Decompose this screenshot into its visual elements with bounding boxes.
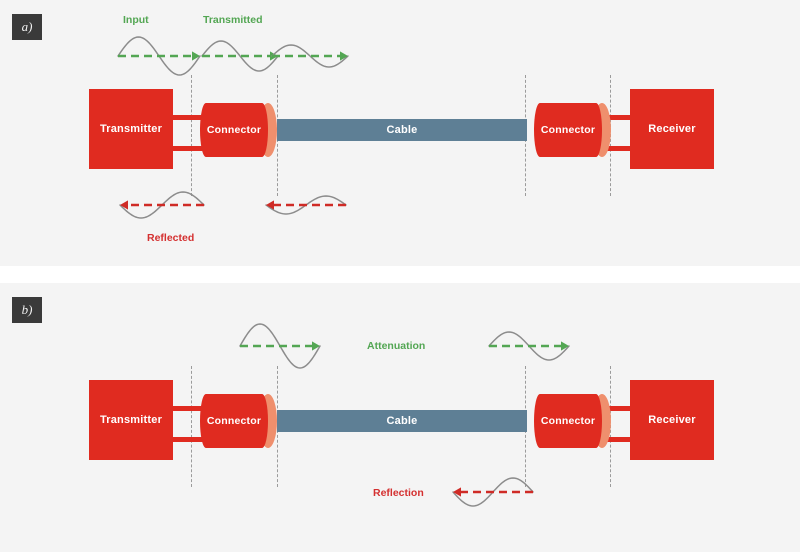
transmitted-wave-2-arrow-head [340,51,348,61]
input-wave-arrow-head [192,51,200,61]
connector-b-left-body [200,394,268,448]
attenuation-wave-out-arrow-head [561,341,569,351]
wave-label-b-0: Attenuation [367,340,425,352]
connector-a-left: Connector [200,103,277,157]
transmitted-wave-1 [201,40,279,72]
cable-b: Cable [277,410,527,432]
attenuation-wave-out [488,331,570,361]
reflection-wave [452,477,534,507]
wave-label-a-1: Transmitted [203,14,263,26]
cable-a: Cable [277,119,527,141]
lead-b-rx-bottom [596,437,634,442]
panel-a-badge: a) [12,14,42,40]
receiver-a-label: Receiver [648,123,696,135]
connector-b-right-label: Connector [540,415,596,427]
lead-a-rx-top [596,115,634,120]
connector-b-left: Connector [200,394,277,448]
connector-b-right-body [534,394,602,448]
transmitter-b-label: Transmitter [99,414,163,426]
attenuation-wave-in-arrow-head [312,341,320,351]
cable-a-label: Cable [386,124,418,136]
input-wave [117,36,201,76]
wave-label-a-2: Reflected [147,232,194,244]
receiver-b: Receiver [630,380,714,460]
wave-label-b-1: Reflection [373,487,424,499]
panel-b-badge: b) [12,297,42,323]
transmitter-b: Transmitter [89,380,173,460]
receiver-a: Receiver [630,89,714,169]
connector-b-right: Connector [534,394,611,448]
lead-a-rx-bottom [596,146,634,151]
guide-line-a-1 [191,75,192,196]
lead-b-tx-top [171,406,205,411]
connector-a-left-body [200,103,268,157]
cable-b-label: Cable [386,415,418,427]
reflected-wave-1-arrow-head [120,200,128,210]
transmitter-a-label: Transmitter [99,123,163,135]
connector-a-left-label: Connector [206,124,262,136]
transmitted-wave-1-curve [201,40,279,72]
reflected-wave-1 [119,191,205,219]
lead-a-tx-bottom [171,146,205,151]
panel-a: a) Cable Transmitter Receiver Connector [0,0,800,266]
reflected-wave-2 [265,195,347,215]
connector-b-left-label: Connector [206,415,262,427]
attenuation-wave-in [239,323,321,369]
guide-line-b-1 [191,366,192,487]
wave-label-a-0: Input [123,14,149,26]
receiver-b-label: Receiver [648,414,696,426]
transmitted-wave-2 [271,44,349,68]
lead-b-tx-bottom [171,437,205,442]
reflection-wave-arrow-head [453,487,461,497]
panel-b: b) Cable Transmitter Receiver Connector … [0,283,800,552]
connector-a-right-body [534,103,602,157]
lead-b-rx-top [596,406,634,411]
reflected-wave-2-arrow-head [266,200,274,210]
transmitted-wave-2-curve [271,44,349,68]
transmitter-a: Transmitter [89,89,173,169]
connector-a-right-label: Connector [540,124,596,136]
connector-a-right: Connector [534,103,611,157]
lead-a-tx-top [171,115,205,120]
